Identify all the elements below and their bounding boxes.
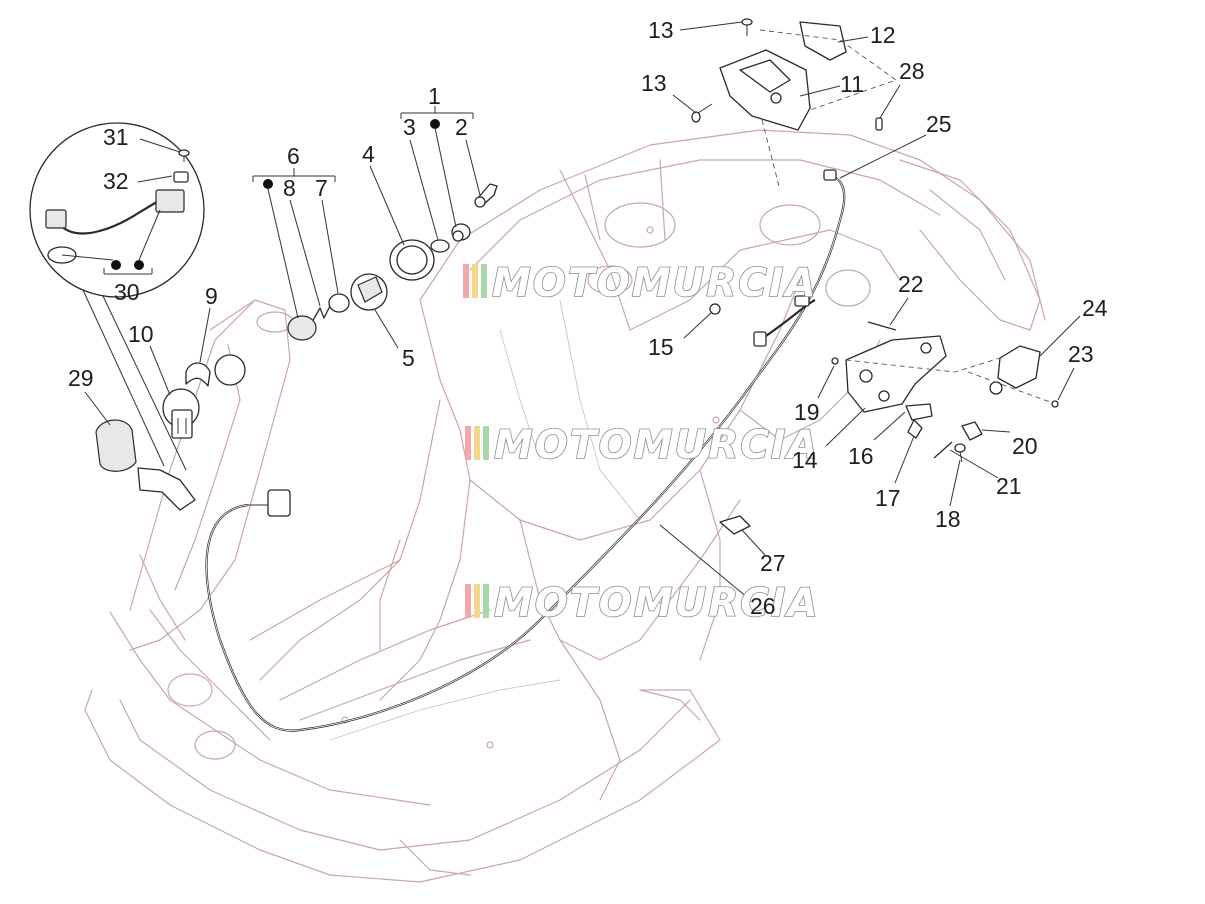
cable-end-rear-part (823, 169, 837, 181)
callout-6: 6 (287, 143, 300, 169)
watermark-stripe-green (483, 584, 489, 618)
callout-16: 16 (848, 443, 874, 469)
callout-labels: 1 2 3 4 5 6 7 8 9 10 11 12 13 13 14 15 1… (68, 17, 1108, 619)
callout-11: 11 (840, 71, 864, 97)
callout-26: 26 (750, 593, 776, 619)
callout-17: 17 (875, 485, 901, 511)
watermark-stripe-green (481, 264, 487, 298)
inset-detail (29, 122, 205, 471)
cable-joint-part (753, 331, 767, 347)
lever-part (905, 403, 933, 421)
ring-part (430, 239, 450, 253)
washer-part (328, 293, 350, 313)
callout-32: 32 (103, 168, 129, 194)
screw-18-part (954, 443, 966, 463)
callout-1: 1 (428, 83, 441, 109)
pin-part (875, 117, 883, 131)
key-part (474, 183, 498, 208)
cables (205, 173, 846, 732)
leader-lines (84, 21, 1081, 599)
callout-14: 14 (792, 447, 818, 473)
callout-12: 12 (870, 22, 896, 48)
callout-31: 31 (103, 124, 129, 150)
callout-7: 7 (315, 175, 328, 201)
seat-lock-bracket-part (719, 49, 811, 131)
callout-29: 29 (68, 365, 94, 391)
callout-25: 25 (926, 111, 952, 137)
watermark-1: MOTOMURCIA (463, 260, 818, 307)
seat-lock-part (845, 335, 947, 413)
screw-13a-part (741, 18, 753, 36)
watermark-text: MOTOMURCIA (494, 423, 820, 468)
watermark-3: MOTOMURCIA (465, 580, 820, 627)
callout-4: 4 (362, 141, 375, 167)
callout-28: 28 (899, 58, 925, 84)
watermark-stripe-yellow (472, 264, 478, 298)
horn-disc-part (214, 354, 246, 386)
callout-19: 19 (794, 399, 820, 425)
callout-5: 5 (402, 345, 415, 371)
callout-21: 21 (996, 473, 1022, 499)
lock-housing-part (350, 273, 388, 311)
bolt-part (867, 321, 897, 331)
screw-13b-part (691, 103, 713, 123)
watermark-stripe-yellow (474, 426, 480, 460)
spring-21-part (933, 441, 953, 459)
callout-18: 18 (935, 506, 961, 532)
clamp-band-part (185, 362, 211, 387)
callout-30: 30 (114, 279, 140, 305)
clip-part (719, 515, 751, 535)
watermark-stripe-green (483, 426, 489, 460)
relay-part (162, 388, 200, 439)
callout-15: 15 (648, 334, 674, 360)
callout-27: 27 (760, 550, 786, 576)
watermark-stripe-red (465, 584, 471, 618)
plunger-part (961, 421, 983, 441)
lock-cylinder-part (451, 223, 471, 242)
horn-bracket-part (137, 467, 196, 511)
callout-9: 9 (205, 283, 218, 309)
horn-cover-part (95, 419, 137, 472)
watermark-stripe-red (463, 264, 469, 298)
watermark-text: MOTOMURCIA (492, 261, 818, 306)
callout-8: 8 (283, 175, 296, 201)
watermark-text: MOTOMURCIA (494, 581, 820, 626)
latch-plate-part (799, 21, 847, 61)
callout-13-left: 13 (641, 70, 667, 96)
cable-end-front-part (248, 489, 291, 517)
spring-ring-part (389, 239, 435, 281)
callout-3: 3 (403, 114, 416, 140)
nut-part (709, 303, 721, 315)
watermark-2: MOTOMURCIA (465, 422, 820, 469)
actuator-part (989, 345, 1041, 395)
callout-24: 24 (1082, 295, 1108, 321)
pawl-part (907, 419, 923, 439)
callout-20: 20 (1012, 433, 1038, 459)
nut-23-part (1051, 400, 1059, 408)
callout-23: 23 (1068, 341, 1094, 367)
callout-10: 10 (128, 321, 154, 347)
cap-part (287, 315, 317, 341)
callout-13-top: 13 (648, 17, 674, 43)
callout-2: 2 (455, 114, 468, 140)
nut-19-part (831, 357, 839, 365)
callout-22: 22 (898, 271, 924, 297)
spring-part (311, 305, 331, 323)
assembly-lines (759, 29, 1051, 403)
cable-joint-2-part (794, 295, 810, 307)
watermark-stripe-yellow (474, 584, 480, 618)
scooter-frame (84, 129, 1046, 883)
watermark-stripe-red (465, 426, 471, 460)
